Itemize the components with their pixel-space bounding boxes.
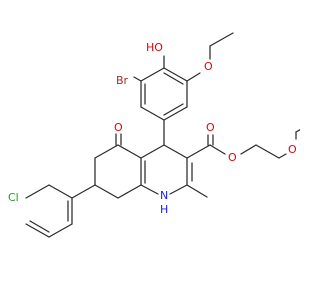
bond <box>140 144 165 159</box>
bond <box>117 184 142 199</box>
bond <box>29 220 50 233</box>
bond <box>163 144 188 159</box>
bond <box>278 153 287 159</box>
bond <box>48 184 73 199</box>
bond <box>186 184 208 198</box>
bond <box>240 144 257 155</box>
hydroxyl-label: HO <box>146 41 163 54</box>
bond <box>140 106 165 121</box>
molecule-canvas: HO Br O O O O O N H Cl <box>8 32 300 238</box>
bond <box>140 184 159 195</box>
bond <box>255 144 280 159</box>
bond <box>163 67 188 82</box>
bond <box>186 72 201 82</box>
ketone-oxygen-label: O <box>114 121 123 134</box>
bond <box>140 67 165 82</box>
bromine-label: Br <box>116 74 129 87</box>
amine-nitrogen-label: N <box>160 189 168 202</box>
carbonyl-oxygen-label: O <box>206 121 215 134</box>
bond <box>117 144 142 159</box>
bond <box>295 129 300 133</box>
bond <box>71 184 96 199</box>
bond <box>25 184 50 199</box>
chlorine-label: Cl <box>8 191 19 204</box>
bond <box>25 223 50 238</box>
structure-diagram: HO Br O O O O O N H Cl <box>8 32 300 238</box>
bond <box>163 103 184 116</box>
bond <box>94 184 119 199</box>
bonds <box>25 32 300 238</box>
bond <box>209 32 234 47</box>
bond <box>163 106 188 121</box>
aryl-ether-oxygen-label: O <box>204 60 213 73</box>
bond <box>209 144 226 155</box>
bond <box>94 144 119 159</box>
bond <box>169 184 188 195</box>
bond <box>163 72 184 85</box>
ether-oxygen-label: O <box>288 143 297 156</box>
bond <box>48 223 73 238</box>
ester-oxygen-label: O <box>228 151 237 164</box>
bond <box>186 144 211 159</box>
atom-labels: HO Br O O O O O N H Cl <box>8 41 297 216</box>
bond <box>133 76 142 82</box>
amine-hydrogen-label: H <box>160 203 168 216</box>
